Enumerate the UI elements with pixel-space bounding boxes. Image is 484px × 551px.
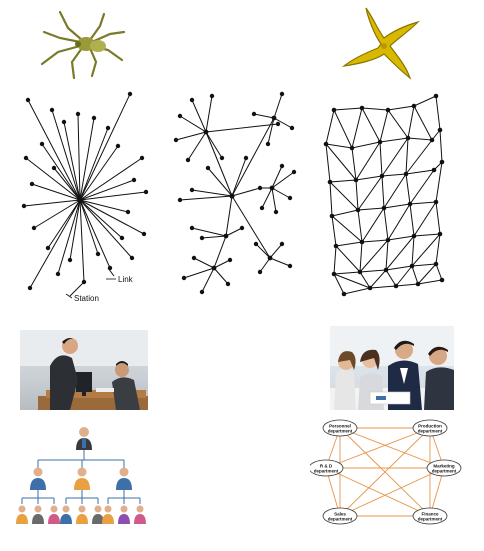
centralized-network-diagram: Link Station — [18, 88, 156, 302]
link-label: Link — [118, 275, 134, 284]
department-label: Marketing — [433, 464, 455, 469]
starfish-icon — [341, 7, 421, 80]
station-label: Station — [74, 294, 99, 302]
department-label: department — [328, 517, 353, 522]
department-label: Finance — [421, 512, 439, 517]
department-label: R & D — [320, 464, 333, 469]
avatar-icon — [76, 427, 92, 450]
starfish-illustration — [338, 4, 424, 86]
spider-icon — [40, 10, 126, 80]
hierarchy-chart — [14, 420, 154, 532]
department-label: department — [418, 429, 443, 434]
department-label: Sales — [334, 512, 346, 517]
department-link — [339, 427, 431, 517]
department-label: department — [418, 517, 443, 522]
office-meeting-photo — [20, 330, 148, 410]
department-label: department — [328, 429, 353, 434]
decentralized-network-diagram — [172, 88, 302, 298]
department-link — [339, 427, 445, 469]
department-label: Production — [418, 424, 442, 429]
department-link — [325, 467, 431, 517]
department-label: department — [432, 469, 457, 474]
team-collaboration-photo — [330, 326, 454, 410]
department-label: department — [314, 469, 339, 474]
department-link — [325, 427, 431, 469]
department-label: Personnel — [329, 424, 351, 429]
department-link — [339, 467, 445, 517]
distributed-network-diagram — [322, 90, 450, 298]
spider-illustration — [38, 4, 128, 82]
